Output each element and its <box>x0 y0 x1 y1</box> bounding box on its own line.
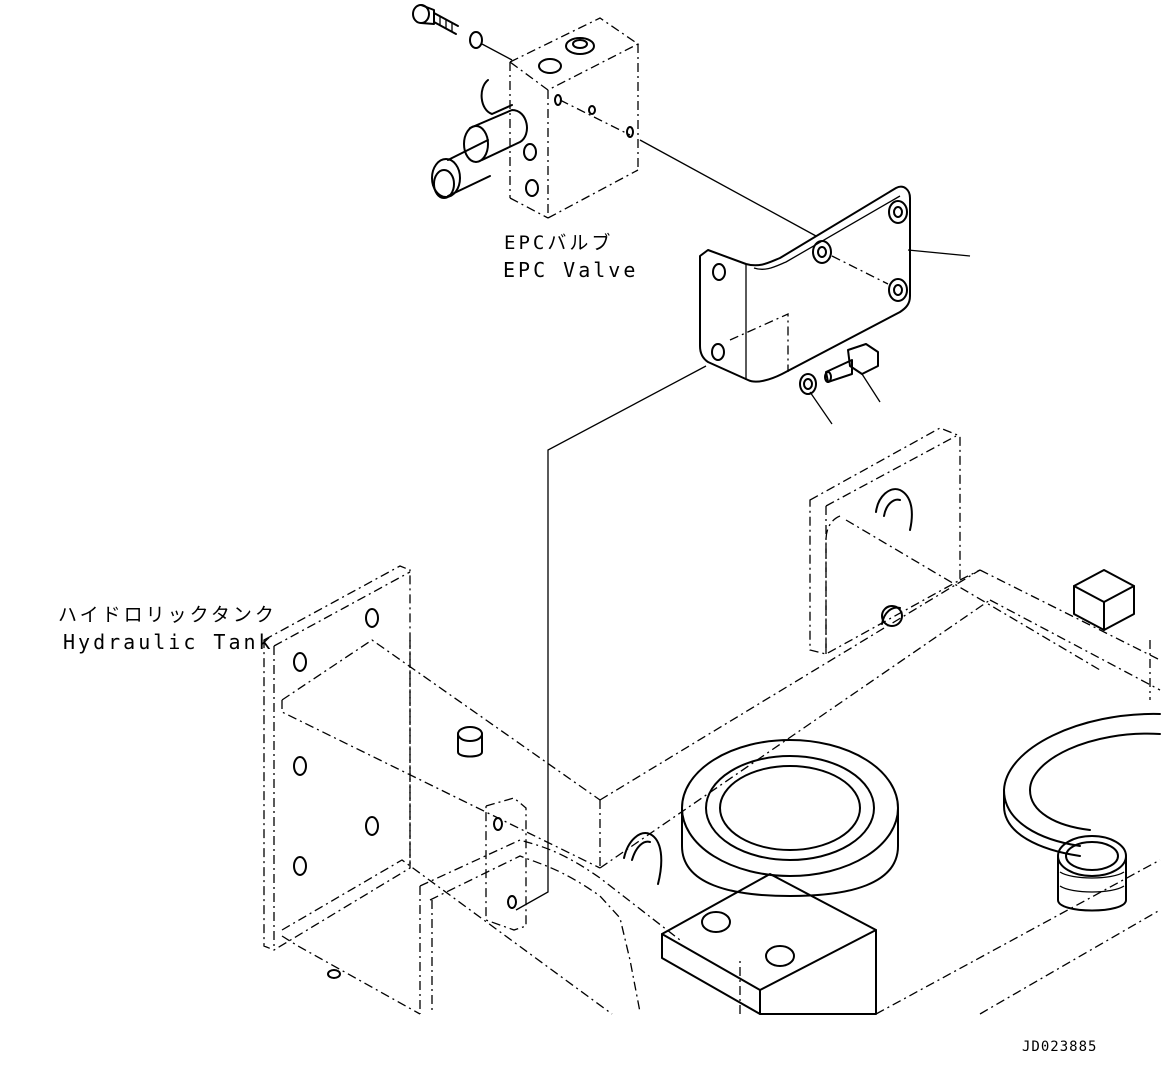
epc-valve-drawing <box>412 4 640 219</box>
drawing-code: JD023885 <box>1022 1039 1098 1055</box>
mounting-bracket-drawing <box>699 185 971 383</box>
hydraulic-tank-drawing <box>263 427 1161 1015</box>
hydraulic-tank-label-en: Hydraulic Tank <box>63 630 274 654</box>
bolt-washer-drawing <box>799 343 881 425</box>
epc-valve-label-en: EPC Valve <box>503 258 639 282</box>
epc-valve-label-jp: EPCバルブ <box>504 232 614 254</box>
hydraulic-tank-label-jp: ハイドロリックタンク <box>58 604 277 626</box>
